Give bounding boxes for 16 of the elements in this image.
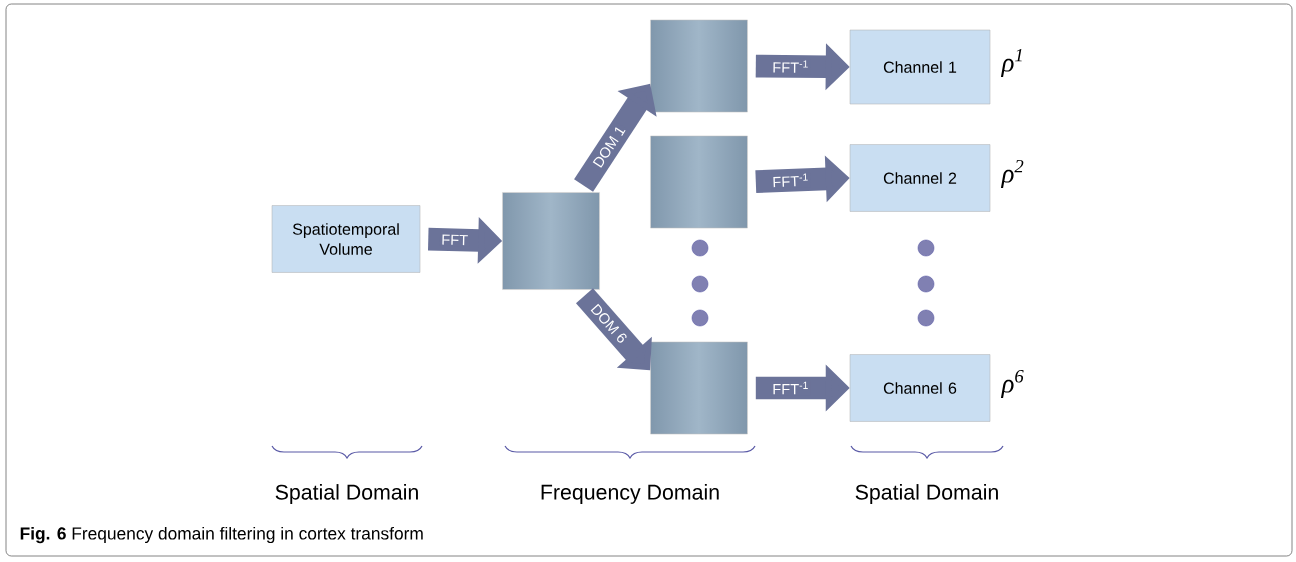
exponent-label: ρ$^{1}$ — [1000, 48, 1022, 77]
square-block — [650, 135, 748, 229]
process-box: Channel 2 — [849, 144, 991, 212]
exponent-label: ρ$^{2}$ — [1000, 159, 1024, 189]
edge-label: FFT$^{-1}$ — [770, 380, 811, 396]
process-box: Channel 1 — [849, 29, 991, 105]
process-box: Channel 6 — [849, 354, 991, 422]
caption: Fig. 6 Frequency domain filtering in cortex transform — [20, 526, 423, 544]
process-box: Spatiotemporal Volume — [271, 205, 421, 273]
square-block — [650, 341, 748, 435]
exponent-label: ρ$^{6}$ — [1000, 369, 1024, 399]
square-block — [502, 192, 600, 290]
domain-label: Spatial Domain — [855, 484, 998, 504]
square-block — [650, 19, 748, 113]
domain-label: Spatial Domain — [275, 484, 418, 504]
domain-label: Frequency Domain — [541, 484, 719, 504]
